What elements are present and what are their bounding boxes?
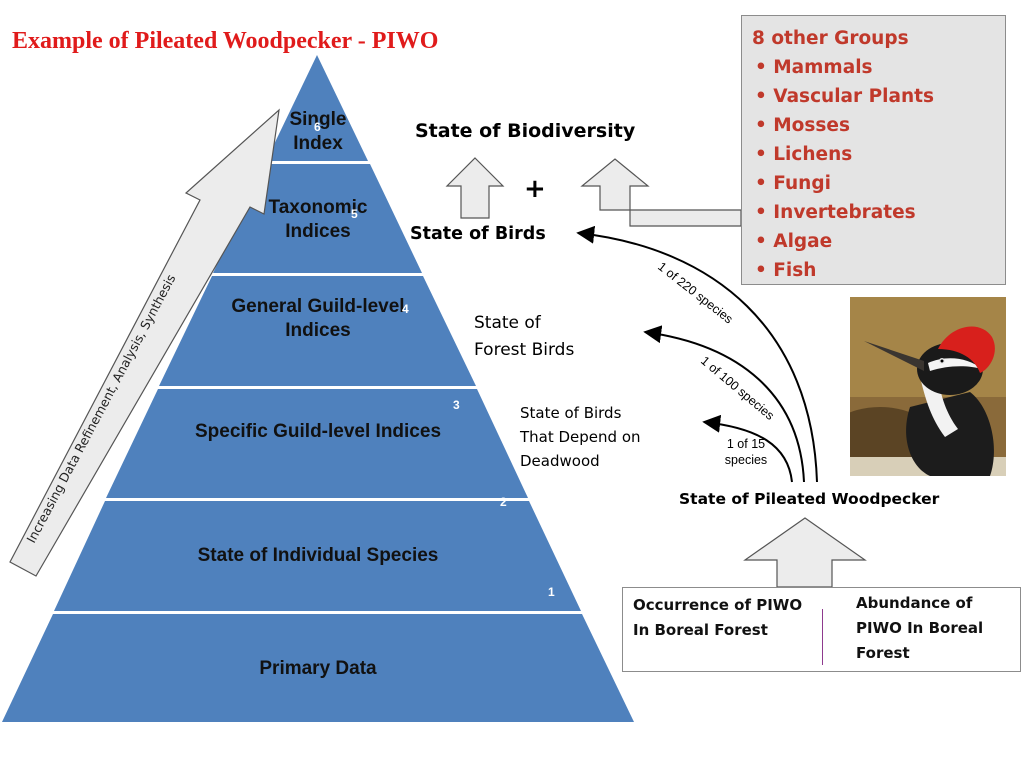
level-2-label: State of Individual Species <box>197 545 439 566</box>
list-item: • Mosses <box>755 115 850 136</box>
list-item: • Invertebrates <box>755 202 916 223</box>
list-item: • Fungi <box>755 173 831 194</box>
abundance-text: Abundance of PIWO In Boreal Forest <box>856 594 984 662</box>
refinement-arrow <box>9 108 280 577</box>
pyramid-tier-3 <box>106 389 528 498</box>
state-of-birds-label: State of Birds <box>410 224 546 244</box>
curve-arrow-15 <box>702 414 793 483</box>
level-6-label: Single Index <box>289 109 347 154</box>
level-5-number: 5 <box>351 207 358 221</box>
other-groups-list: • Mammals • Vascular Plants • Mosses • L… <box>752 53 995 285</box>
pyramid-tier-2 <box>54 501 581 611</box>
curve-arrow-100 <box>643 325 805 483</box>
state-of-deadwood-birds-label: State of Birds That Depend on Deadwood <box>520 404 641 470</box>
curve-arrow-220 <box>576 225 818 483</box>
state-of-piwo-label: State of Pileated Woodpecker <box>679 490 940 508</box>
list-item: • Fish <box>755 260 817 281</box>
box-divider <box>822 609 823 665</box>
level-5-label: Taxonomic Indices <box>268 197 368 242</box>
other-groups-heading: 8 other Groups <box>752 28 909 49</box>
woodpecker-photo <box>850 297 1006 476</box>
pyramid-tier-1 <box>2 614 634 722</box>
list-item: • Algae <box>755 231 833 252</box>
level-4-number: 4 <box>402 302 409 316</box>
pileated-woodpecker-icon <box>850 297 1006 476</box>
slide-title: Example of Pileated Woodpecker - PIWO <box>12 28 439 54</box>
piwo-data-box: Occurrence of PIWO In Boreal Forest Abun… <box>622 587 1021 672</box>
list-item: • Mammals <box>755 57 873 78</box>
pyramid <box>2 55 634 722</box>
level-3-label: Specific Guild-level Indices <box>194 421 442 442</box>
data-to-piwo-arrow <box>743 517 867 588</box>
curve-label-15: 1 of 15 species <box>724 437 768 467</box>
level-2-number: 2 <box>500 495 507 509</box>
state-of-biodiversity-label: State of Biodiversity <box>415 120 636 142</box>
level-3-number: 3 <box>453 398 460 412</box>
birds-to-biodiversity-arrow <box>445 157 505 219</box>
pyramid-tier-4 <box>159 276 476 386</box>
curve-label-220: 1 of 220 species <box>655 259 735 326</box>
level-4-label: General Guild-level Indices <box>231 296 405 341</box>
list-item: • Lichens <box>755 144 853 165</box>
level-1-label: Primary Data <box>259 658 377 679</box>
groups-to-biodiversity-arrow <box>580 158 742 227</box>
state-of-forest-birds-label: State of Forest Birds <box>474 313 575 360</box>
occurrence-text: Occurrence of PIWO In Boreal Forest <box>633 596 803 639</box>
level-1-number: 1 <box>548 585 555 599</box>
plus-sign: + <box>524 174 546 204</box>
pyramid-tier-6 <box>266 55 368 161</box>
other-groups-box: 8 other Groups • Mammals • Vascular Plan… <box>741 15 1006 285</box>
list-item: • Vascular Plants <box>755 86 935 107</box>
level-6-number: 6 <box>314 120 321 134</box>
